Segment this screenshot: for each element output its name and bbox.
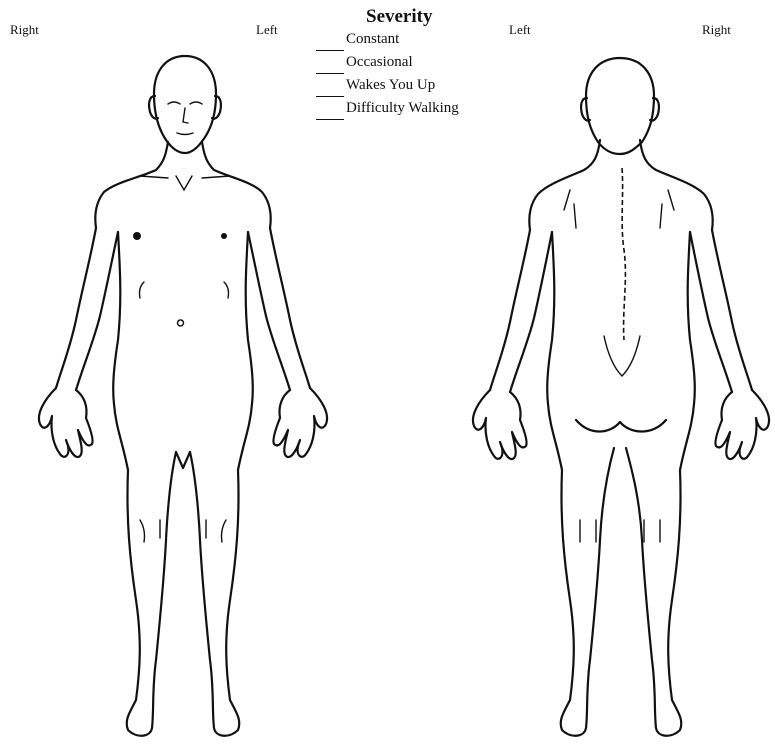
back-left-hand	[473, 390, 527, 459]
front-left-nipple	[221, 233, 227, 239]
back-right-leg	[626, 448, 681, 736]
front-face-features	[168, 102, 202, 135]
front-chest-contour	[140, 282, 229, 326]
back-torso-left	[547, 232, 562, 470]
front-torso-left	[238, 232, 253, 470]
front-crotch	[176, 452, 190, 468]
back-shoulder-blades	[564, 190, 674, 228]
back-left-shoulder	[529, 140, 600, 230]
back-torso-right	[680, 232, 695, 470]
back-buttocks-line	[576, 420, 666, 432]
front-clavicle-lines	[140, 176, 230, 190]
front-right-nipple	[133, 232, 141, 240]
back-spine	[622, 168, 625, 340]
back-knee-lines	[580, 520, 660, 542]
back-right-arm	[690, 230, 752, 392]
front-right-leg	[127, 452, 176, 736]
front-right-hand	[39, 388, 93, 457]
front-head	[154, 56, 216, 153]
back-left-leg	[561, 448, 614, 736]
front-body-figure[interactable]	[39, 56, 327, 736]
back-right-shoulder	[640, 140, 713, 230]
back-left-arm	[490, 230, 552, 392]
front-left-hand	[273, 388, 327, 457]
front-torso-right	[113, 232, 128, 470]
front-neck-left-shoulder	[202, 142, 271, 228]
front-left-arm	[248, 228, 310, 390]
back-head	[586, 58, 654, 154]
front-left-leg	[190, 452, 239, 736]
front-neck-right-shoulder	[95, 142, 168, 228]
back-lower-back	[604, 336, 640, 376]
back-right-hand	[715, 390, 769, 459]
back-body-figure[interactable]	[473, 58, 769, 736]
front-right-arm	[56, 228, 118, 390]
front-knee-lines	[140, 520, 226, 542]
